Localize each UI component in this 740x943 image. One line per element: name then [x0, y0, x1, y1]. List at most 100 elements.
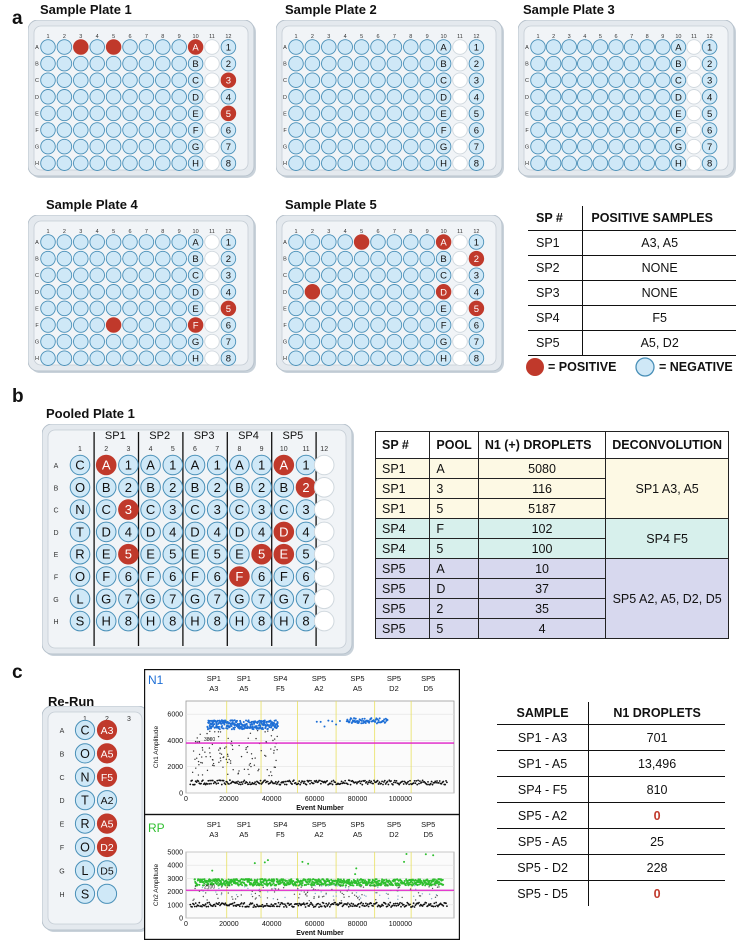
well — [155, 284, 171, 300]
column-label: 3 — [126, 446, 130, 453]
well — [56, 317, 73, 333]
well — [701, 89, 718, 105]
well — [655, 138, 671, 155]
column-label: 1 — [536, 34, 539, 40]
well — [73, 250, 89, 267]
column-label: 8 — [409, 229, 412, 235]
well — [623, 89, 640, 105]
well-label: C — [192, 271, 199, 282]
well — [273, 566, 295, 587]
row-label: B — [525, 62, 529, 68]
row-label: D — [35, 290, 39, 296]
y-tick-label: 5000 — [167, 850, 183, 857]
well — [69, 499, 91, 520]
well — [251, 499, 272, 520]
well-label: C — [235, 502, 244, 517]
well — [74, 813, 96, 834]
well — [321, 72, 337, 88]
well — [419, 39, 435, 55]
well-label: G — [675, 142, 682, 153]
droplet-cloud — [189, 852, 448, 908]
well — [304, 350, 321, 366]
well-label: 5 — [125, 547, 132, 562]
droplet-cloud — [189, 717, 448, 786]
well — [89, 317, 105, 333]
well-label: F — [147, 569, 155, 584]
well — [155, 105, 171, 122]
pool-header-pool: POOL — [429, 431, 479, 459]
well — [118, 477, 139, 498]
well — [670, 89, 687, 105]
well — [304, 72, 321, 88]
well — [171, 55, 187, 72]
positive-well — [96, 719, 118, 741]
well-label: 4 — [258, 524, 265, 539]
well — [69, 610, 91, 632]
well — [140, 477, 161, 498]
well — [639, 105, 655, 122]
well — [206, 499, 228, 520]
well — [288, 89, 304, 105]
well — [386, 267, 403, 283]
well-label: A — [192, 238, 199, 249]
well — [419, 122, 435, 138]
sample-cell: SP5 - D2 — [497, 854, 590, 881]
well-label: 7 — [258, 591, 265, 606]
well-column-label: A2 — [314, 830, 323, 839]
row-label: G — [283, 145, 287, 151]
column-label: 3 — [79, 229, 82, 235]
well-label: 5 — [226, 304, 231, 315]
positive-well — [105, 317, 122, 333]
well — [187, 284, 204, 300]
well — [184, 454, 206, 476]
column-label: 7 — [630, 34, 633, 40]
well — [162, 499, 184, 520]
well — [304, 138, 321, 155]
well — [187, 300, 204, 317]
well — [155, 122, 171, 138]
x-axis-label: Event Number — [296, 805, 344, 812]
column-label: 11 — [691, 34, 697, 40]
well — [370, 39, 386, 55]
positive-cell: NONE — [582, 255, 736, 281]
well — [89, 284, 105, 300]
well — [89, 122, 105, 138]
well — [204, 89, 220, 105]
well — [452, 122, 468, 138]
well — [138, 284, 155, 300]
n1-cell: 25 — [588, 828, 725, 855]
pool-cell: 5 — [429, 538, 479, 559]
y-axis-label: Ch2 Amplitude — [153, 863, 160, 906]
row-label: F — [54, 575, 58, 582]
well — [105, 234, 122, 250]
well — [370, 350, 386, 366]
well-label: 2 — [226, 254, 231, 265]
column-label: 2 — [63, 229, 66, 235]
well — [370, 155, 386, 171]
well-label: B — [192, 254, 198, 265]
well — [353, 138, 370, 155]
well-label: 2 — [169, 480, 176, 495]
well — [321, 267, 337, 283]
positive-well — [73, 39, 89, 55]
well — [288, 105, 304, 122]
well-label: A — [440, 238, 447, 249]
well — [639, 138, 655, 155]
well — [69, 521, 91, 543]
row-label: H — [525, 161, 529, 167]
well-label: H — [146, 614, 155, 629]
well — [452, 300, 468, 317]
sp-cell: SP4 — [375, 518, 431, 539]
well — [105, 105, 122, 122]
well — [419, 89, 435, 105]
well-column-label: SP4 — [273, 820, 287, 829]
well-label: D2 — [100, 842, 114, 854]
well-column-label: D5 — [423, 830, 433, 839]
well — [403, 317, 419, 333]
plate-title-5: Sample Plate 5 — [285, 197, 377, 212]
column-label: 10 — [675, 34, 681, 40]
well — [353, 122, 370, 138]
